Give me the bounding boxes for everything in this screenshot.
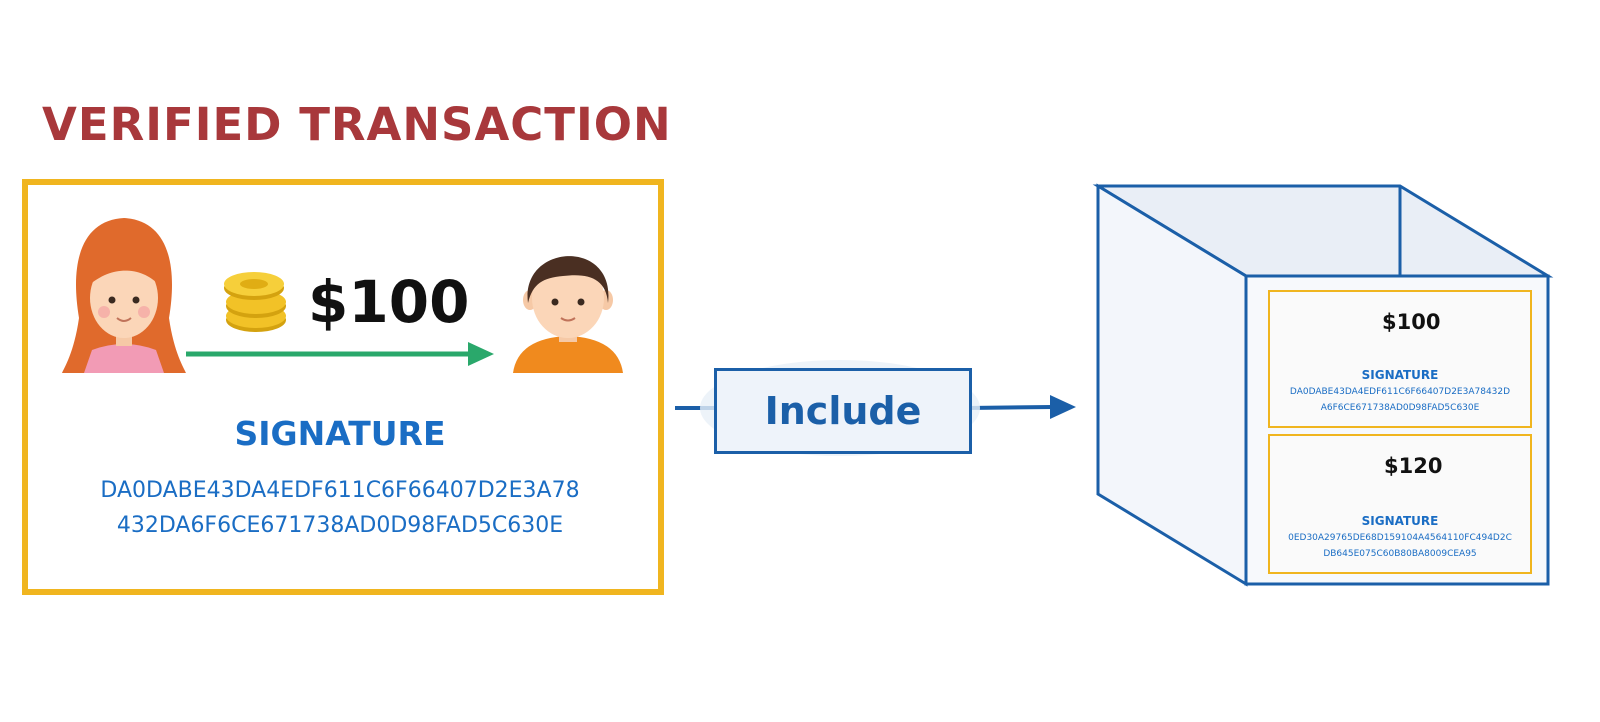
block-signature-line-1: 0ED30A29765DE68D159104A4564110FC494D2C [1288,533,1512,543]
sender-avatar [61,217,187,374]
receiver-avatar [512,255,624,374]
block-transaction-card: $120 SIGNATURE 0ED30A29765DE68D159104A45… [1268,434,1532,574]
include-arrow [967,395,1076,419]
block-transaction-amount: $120 [1384,454,1443,478]
block-transaction-amount: $100 [1382,310,1441,334]
signature-line-1: DA0DABE43DA4EDF611C6F66407D2E3A78 [100,478,580,503]
block-signature-label: SIGNATURE [1361,368,1439,382]
signature-line-2: 432DA6F6CE671738AD0D98FAD5C630E [116,513,564,538]
coins-icon [224,272,286,332]
block-transaction-card: $100 SIGNATURE DA0DABE43DA4EDF611C6F6640… [1268,290,1532,428]
diagram-title: VERIFIED TRANSACTION [42,98,672,151]
signature-label: SIGNATURE [234,414,446,453]
include-step: Include [714,368,972,454]
block-signature-line-1: DA0DABE43DA4EDF611C6F66407D2E3A78432D [1289,387,1511,397]
transfer-arrow [186,342,494,366]
block-signature-label: SIGNATURE [1361,514,1439,528]
block-signature-line-2: A6F6CE671738AD0D98FAD5C630E [1320,403,1480,413]
block-signature-line-2: DB645E075C60B80BA8009CEA95 [1323,549,1477,559]
transaction-amount: $100 [308,268,470,336]
